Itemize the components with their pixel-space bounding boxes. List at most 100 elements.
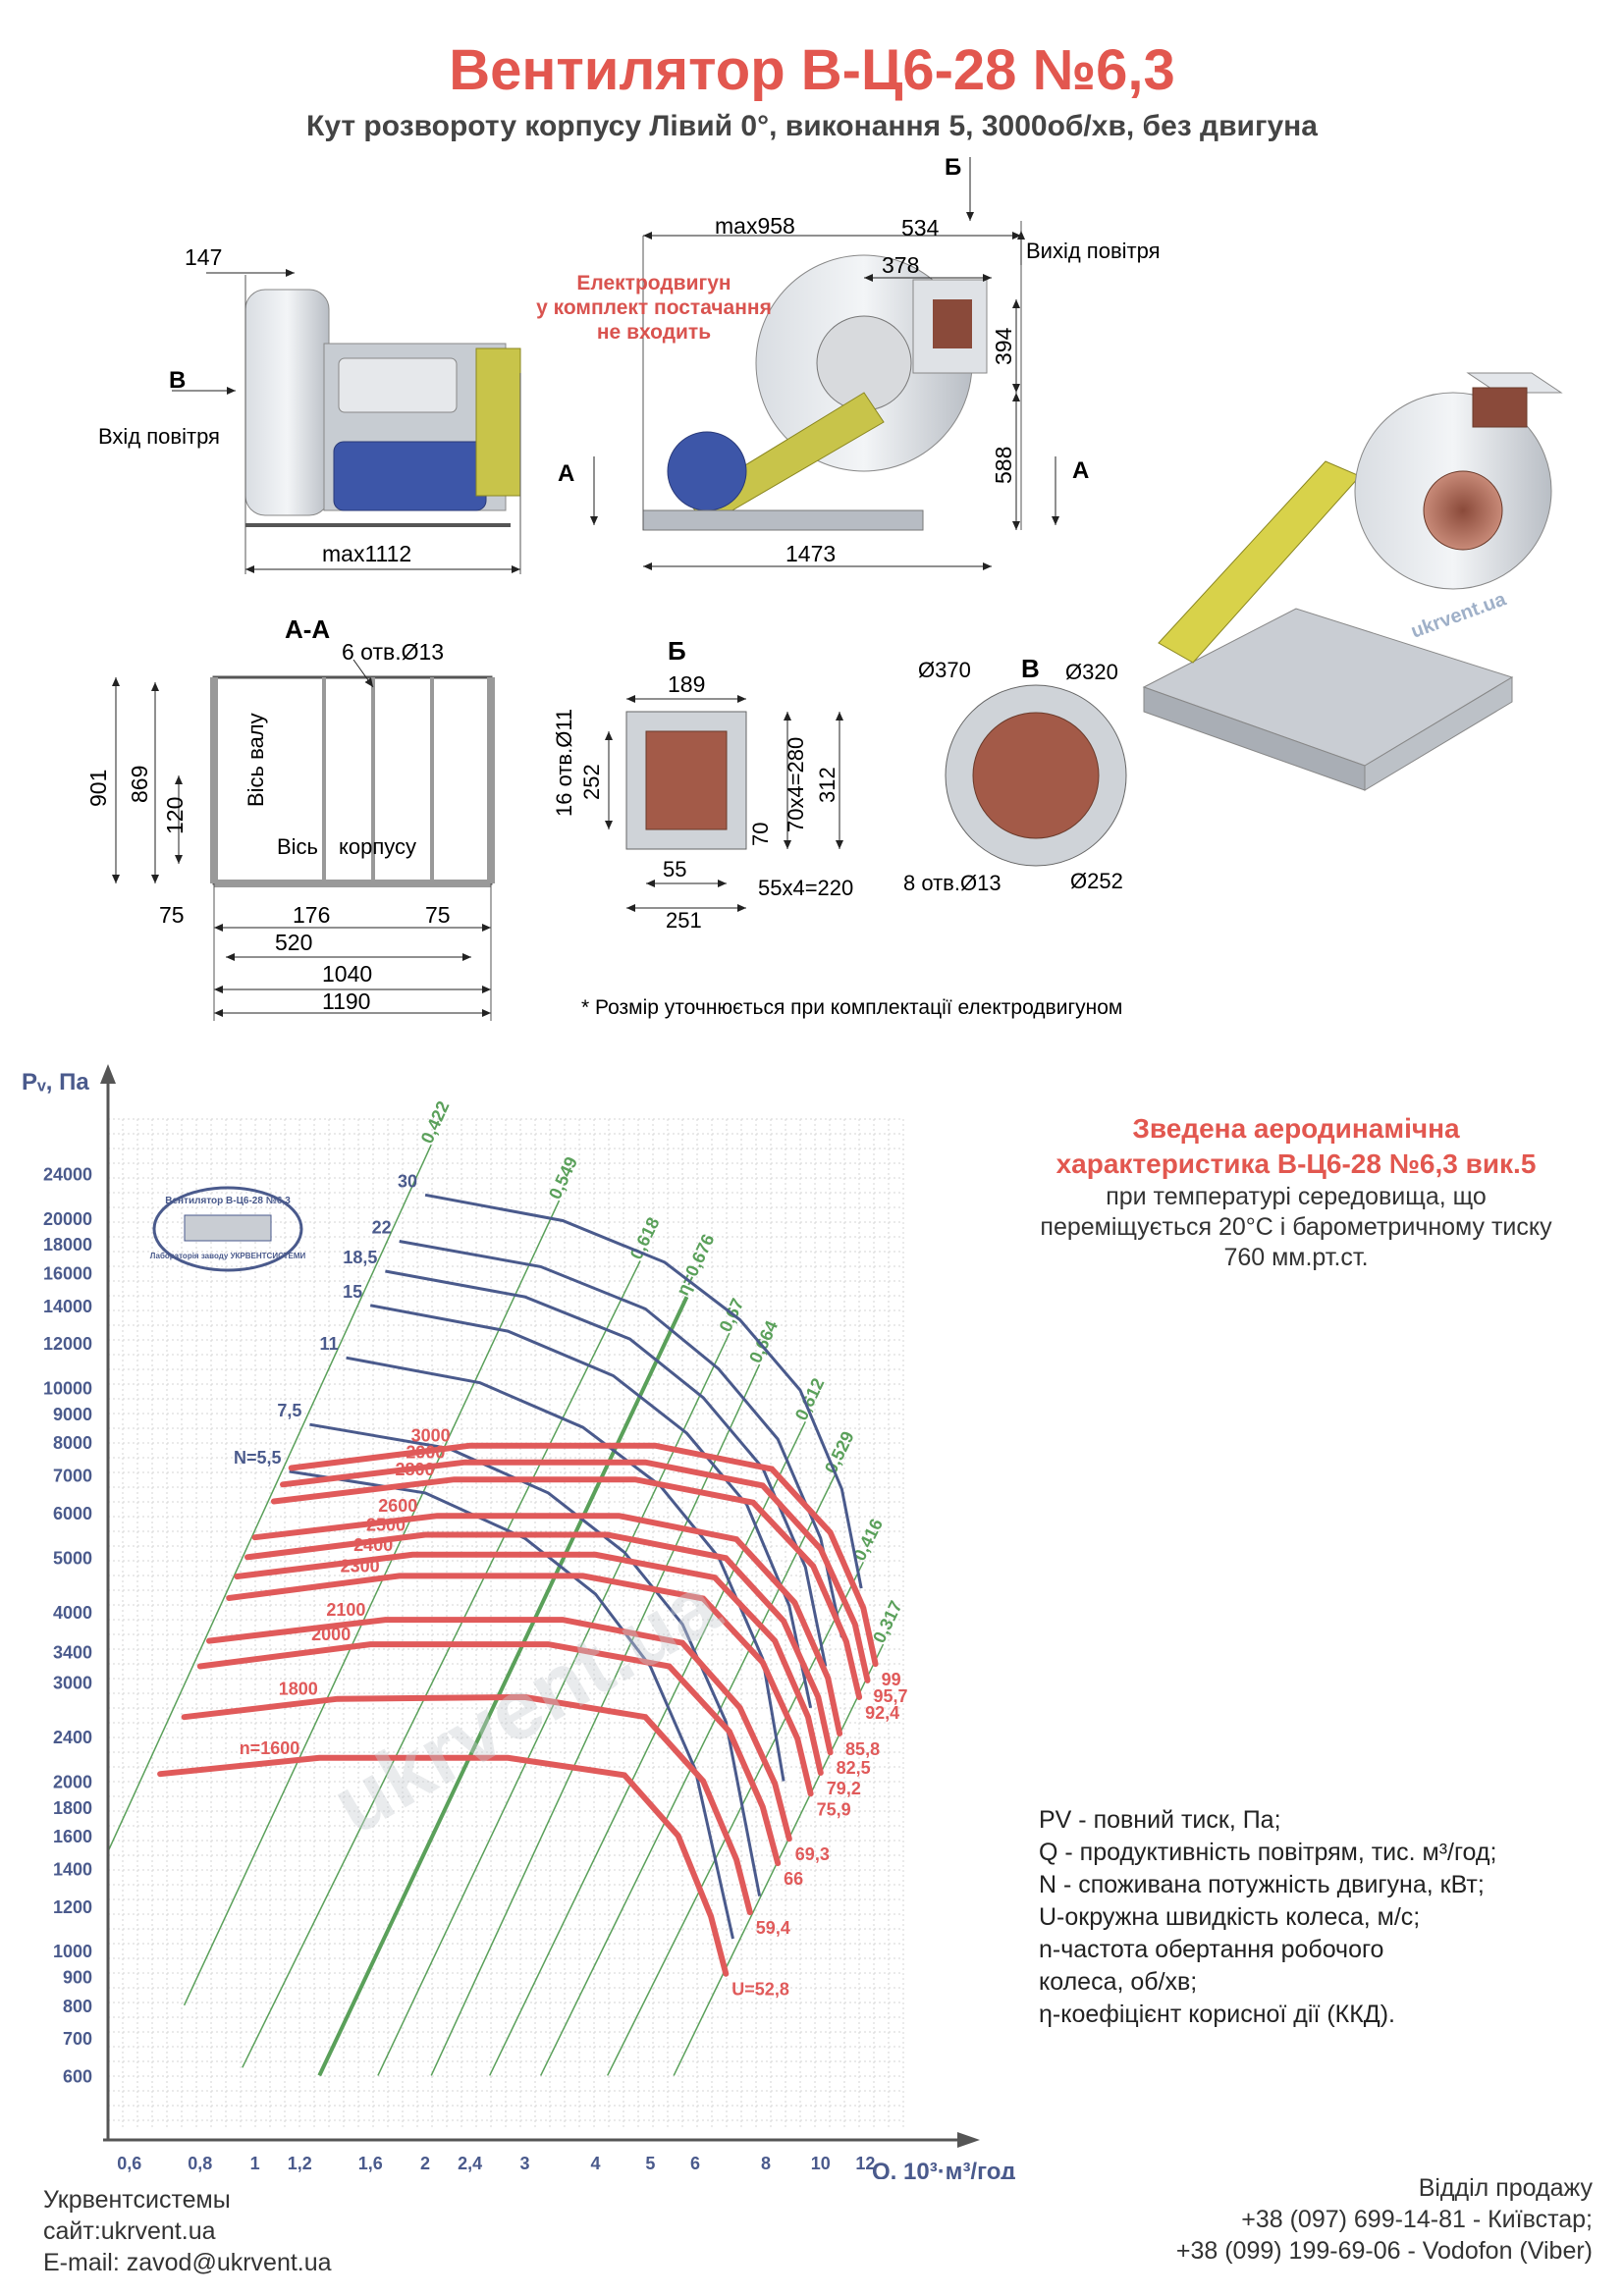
speed-curve [244,1531,834,1756]
speed-curve [206,1617,792,1842]
tip-speed-label: 75,9 [817,1799,851,1819]
dim-120: 120 [162,797,188,834]
company-site[interactable]: сайт:ukrvent.ua [43,2217,216,2245]
y-tick-label: 2000 [53,1773,92,1792]
dim-520: 520 [275,930,312,955]
speed-curve [280,1459,871,1683]
tip-speed-label: 85,8 [845,1739,880,1759]
power-curve [424,1193,863,1589]
y-tick-label: 1000 [53,1942,92,1961]
definition-line: Q - продуктивність повітрям, тис. м³/год… [1039,1839,1497,1866]
x-tick-label: 0,6 [117,2154,141,2173]
y-tick-label: 2400 [53,1728,92,1747]
power-label: 7,5 [277,1401,301,1420]
section-a-left: А [558,460,574,487]
technical-drawings: 147 max1112 В Вхід повітря max958 534 37… [85,154,1563,1021]
speed-label: n=1600 [240,1738,300,1758]
efficiency-label: 0,422 [417,1098,454,1147]
company-name: Укрвентсистемы [43,2186,231,2214]
isometric-render [1142,372,1563,791]
efficiency-label: 0,664 [745,1317,782,1365]
view-v-label: В [1021,654,1040,683]
dim-588: 588 [991,447,1016,484]
y-tick-label: 16000 [43,1264,92,1284]
efficiency-line [430,1363,761,2076]
power-label: 30 [398,1171,417,1191]
chart-axes [100,1064,980,2148]
section-a-right: А [1072,457,1089,484]
sales-contacts: Відділ продажу +38 (097) 699-14-81 - Киї… [1176,2172,1593,2267]
legend-text-2: переміщується 20°С і барометричному тиск… [1040,1213,1552,1241]
speed-label: 3000 [411,1426,451,1446]
power-curve [369,1304,813,1709]
axis-body-label: Вісь [277,834,318,859]
dim-70: 70 [748,823,773,846]
view-v-flange [945,684,1127,867]
view-v-holes: 8 отв.Ø13 [903,871,1001,895]
electric-motor-front [667,431,747,511]
x-tick-label: 1,2 [288,2154,312,2173]
dim-75-right: 75 [425,902,451,928]
x-tick-label: 1,6 [358,2154,383,2173]
inlet-label: Вхід повітря [98,424,220,449]
definition-line: колеса, об/хв; [1039,1968,1198,1996]
y-tick-label: 600 [63,2066,92,2086]
y-tick-label: 7000 [53,1466,92,1485]
axis-ticks: 6007008009001000120014001600180020002400… [43,1165,876,2173]
x-tick-label: 8 [761,2154,771,2173]
d370-label: Ø370 [918,658,971,682]
y-tick-label: 1400 [53,1859,92,1879]
y-tick-label: 800 [63,1997,92,2016]
power-label: 18,5 [343,1248,377,1267]
page-title: Вентилятор В-Ц6-28 №6,3 [449,38,1175,102]
x-tick-label: 1 [250,2154,260,2173]
speed-label: 2100 [326,1600,365,1620]
section-aa-label: А-А [285,614,330,644]
symbol-definitions: PV - повний тиск, Па; Q - продуктивність… [1039,1804,1589,2031]
chart-watermark: ukrvent.ua [317,1557,735,1852]
dim-252-b: 252 [579,764,604,800]
tip-speed-label: 82,5 [837,1758,871,1778]
dim-70x4: 70х4=280 [784,737,808,832]
fan-casing-side [244,289,330,516]
dim-55: 55 [663,857,686,881]
company-email[interactable]: E-mail: zavod@ukrvent.ua [43,2249,332,2276]
power-curve [399,1240,843,1638]
y-tick-label: 3400 [53,1642,92,1662]
speed-curve [234,1551,824,1776]
inlet-letter: В [169,367,186,394]
efficiency-line [540,1474,837,2076]
x-tick-label: 2,4 [458,2154,482,2173]
sales-phone-1[interactable]: +38 (097) 699-14-81 - Київстар; [1241,2206,1593,2233]
dim-394: 394 [991,327,1016,365]
view-b-label: Б [668,636,686,666]
legend-heading-1: Зведена аеродинамічна [1132,1113,1460,1144]
definition-line: PV - повний тиск, Па; [1039,1806,1281,1834]
y-tick-label: 1800 [53,1798,92,1818]
y-tick-label: 18000 [43,1235,92,1255]
view-b-flange [605,695,843,912]
definition-line: n-частота обертання робочого [1039,1936,1384,1963]
y-tick-label: 5000 [53,1548,92,1568]
y-tick-label: 700 [63,2029,92,2049]
y-tick-label: 12000 [43,1334,92,1354]
sales-phone-2[interactable]: +38 (099) 199-69-06 - Vodofon (Viber) [1175,2237,1593,2265]
sales-label: Відділ продажу [1418,2174,1593,2202]
dim-max1112: max1112 [322,541,411,566]
chart-grid [107,1118,904,2130]
motor-note-2: у комплект постачання [536,296,772,319]
logo-title: Вентилятор В-Ц6-28 №6,3 [165,1196,291,1206]
y-tick-label: 20000 [43,1209,92,1229]
tip-speed-label: U=52,8 [731,1980,789,2000]
y-tick-label: 900 [63,1967,92,1987]
x-tick-label: 5 [645,2154,655,2173]
dim-312: 312 [815,767,839,803]
x-tick-label: 2 [420,2154,430,2173]
efficiency-line [489,1420,806,2076]
y-tick-label: 6000 [53,1504,92,1523]
definition-line: η-коефіцієнт корисної дії (ККД). [1039,2001,1395,2028]
d252-label: Ø252 [1070,869,1123,893]
speed-curve [181,1693,753,1916]
bearing-housing [338,357,458,413]
